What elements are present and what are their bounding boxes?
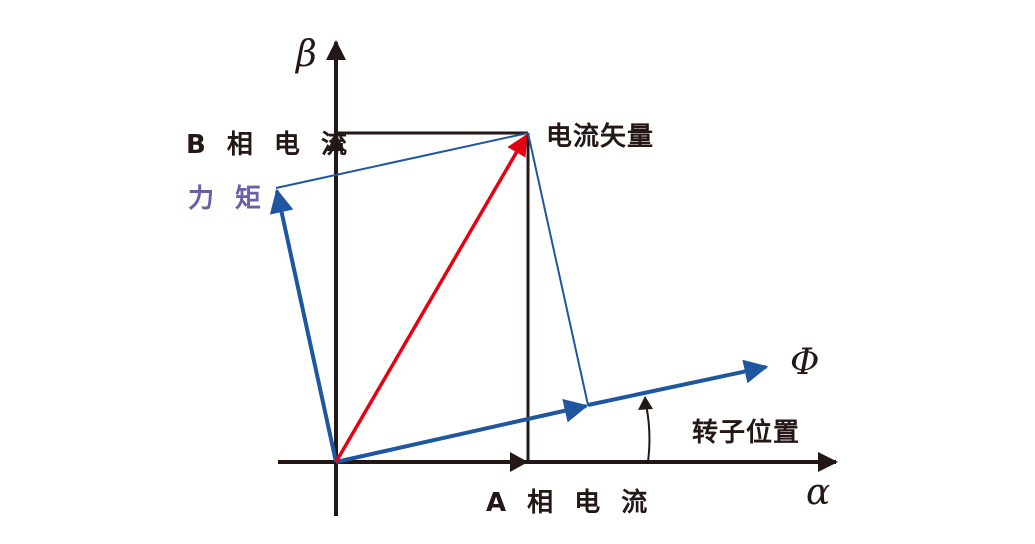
rotor-position-label: 转子位置 <box>692 418 801 448</box>
current-vector <box>334 134 528 463</box>
torque-label: 力 矩 <box>188 184 268 214</box>
alpha-axis-label: α <box>806 472 831 513</box>
b-phase-current-label: B 相 电 流 <box>186 130 353 160</box>
a-current-arrowhead <box>510 452 528 472</box>
rotor-angle-arrowhead <box>638 396 653 410</box>
phi-axis-label: Φ <box>790 342 820 383</box>
current-vector-label: 电流矢量 <box>546 122 655 152</box>
torque-component-vector <box>269 188 338 463</box>
a-phase-current-label: A 相 电 流 <box>486 488 654 518</box>
current-to-flux-line <box>527 132 589 406</box>
phi-axis <box>587 359 769 407</box>
beta-axis-label: β <box>296 34 317 75</box>
flux-component-vector <box>335 399 589 464</box>
torque-to-current-line <box>275 132 529 189</box>
b-current-arrowhead <box>327 133 345 151</box>
